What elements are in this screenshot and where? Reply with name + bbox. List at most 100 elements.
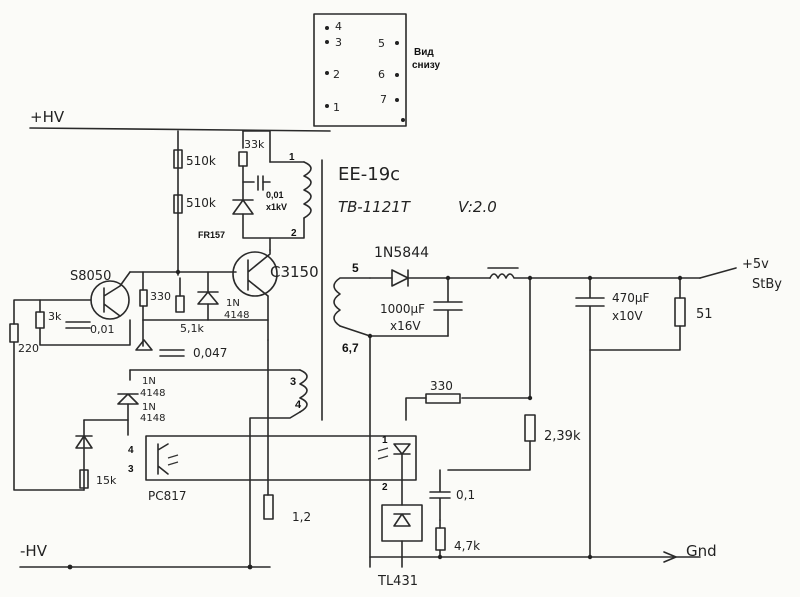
label-0-1: 0,1 [456, 488, 475, 502]
label-220: 220 [18, 342, 39, 355]
label-1n4148-c1: 1N [142, 402, 156, 413]
capacitor-0-01 [65, 321, 91, 329]
plus-hv-label: +HV [30, 108, 65, 126]
label-4-7k: 4,7k [454, 539, 480, 553]
label-1n4148-a2: 4148 [224, 310, 249, 321]
pinout-title: Вид [414, 47, 434, 58]
label-s8050: S8050 [70, 269, 111, 284]
diode-1n5844 [391, 269, 409, 287]
inductor [489, 273, 701, 279]
label-c3150: C3150 [270, 263, 319, 281]
transistor-s8050 [90, 280, 130, 320]
resistor-4-7k [435, 527, 446, 551]
transformer-part-label: TB-1121T [338, 198, 412, 216]
label-1000uf: 1000μF [380, 302, 425, 316]
label-470uf: 470μF [612, 291, 650, 305]
pinout-pin-7: 7 [380, 93, 387, 106]
resistor-3k [35, 311, 45, 329]
pinout-pin-6: 6 [378, 68, 385, 81]
pinout-subtitle: снизу [412, 60, 440, 71]
transformer-pin-2: 2 [291, 228, 297, 239]
transformer-version-label: V:2.0 [458, 198, 497, 216]
plus-hv-rail [29, 127, 331, 132]
label-c-snubber-v: x1kV [266, 202, 287, 212]
label-1n4148-b2: 4148 [140, 388, 165, 399]
capacitor-0-047 [159, 349, 185, 357]
resistor-330-a [139, 289, 148, 307]
transformer-core-label: EE-19c [338, 164, 400, 185]
transistor-c3150 [232, 251, 278, 297]
resistor-2-39k [524, 414, 536, 442]
label-tl431: TL431 [377, 574, 418, 589]
label-510k-b: 510k [186, 196, 216, 210]
label-1n4148-a1: 1N [226, 298, 240, 309]
label-1000uf-v: x16V [390, 319, 421, 333]
winding-1-2 [303, 161, 312, 219]
opto-pin-1: 1 [382, 435, 388, 446]
transformer-pin-3: 3 [290, 376, 296, 388]
capacitor-snubber [257, 175, 264, 191]
label-510k-a: 510k [186, 154, 216, 168]
label-fr157: FR157 [198, 230, 225, 240]
transformer-pin-4: 4 [295, 399, 302, 411]
resistor-510k-b [173, 194, 183, 214]
pinout-pins [325, 26, 405, 122]
label-pc817: PC817 [148, 489, 187, 503]
winding-5-67 [333, 277, 371, 327]
pinout-pin-3: 3 [335, 36, 342, 49]
gnd-label: Gnd [686, 542, 717, 560]
output-stby-label: StBy [752, 277, 782, 292]
pinout-box [313, 13, 407, 127]
capacitor-0-1 [429, 469, 451, 521]
label-330-b: 330 [430, 379, 453, 393]
label-2-39k: 2,39k [544, 429, 581, 444]
winding-3-4 [299, 369, 308, 413]
zener-diode [75, 435, 93, 449]
opto-pin-3: 3 [128, 464, 134, 475]
label-1n4148-b1: 1N [142, 376, 156, 387]
opto-pin-2: 2 [382, 482, 388, 493]
transformer-pin-6-7: 6,7 [342, 341, 359, 355]
label-1n4148-c2: 4148 [140, 413, 165, 424]
resistor-15k [79, 469, 89, 489]
minus-hv-label: -HV [20, 542, 48, 560]
pinout-pin-4: 4 [335, 20, 342, 33]
resistor-330-b [425, 393, 461, 404]
label-1-2: 1,2 [292, 510, 311, 524]
label-470uf-v: x10V [612, 309, 643, 323]
resistor-5-1k [175, 295, 185, 313]
output-plus-label: +5v [742, 257, 769, 272]
label-0-01: 0,01 [90, 323, 115, 336]
resistor-510k-a [173, 149, 183, 169]
capacitor-470uf [575, 277, 605, 351]
label-0-047: 0,047 [193, 346, 227, 360]
capacitor-1000uf [433, 277, 463, 337]
label-330-a: 330 [150, 290, 171, 303]
transformer-pin-5: 5 [352, 261, 359, 275]
resistor-51 [674, 297, 686, 327]
pinout-pin-5: 5 [378, 37, 385, 50]
resistor-1-2 [263, 494, 274, 520]
opto-led [393, 443, 411, 455]
tl431-body [381, 504, 423, 542]
resistor-220 [9, 323, 19, 343]
diode-fr157 [232, 199, 254, 215]
label-33k: 33k [244, 138, 265, 151]
transformer-pin-1: 1 [289, 152, 295, 163]
label-51: 51 [696, 307, 713, 322]
optocoupler-box [145, 435, 417, 481]
label-5-1k: 5,1k [180, 322, 204, 335]
diode-1n4148-b-top [135, 339, 153, 351]
label-3k: 3k [48, 310, 62, 323]
label-c-snubber: 0,01 [266, 190, 284, 200]
label-15k: 15k [96, 474, 117, 487]
pinout-pin-1: 1 [333, 101, 340, 114]
pinout-pin-2: 2 [333, 68, 340, 81]
diode-1n4148-c [117, 393, 139, 405]
opto-phototransistor [157, 443, 169, 475]
label-1n5844: 1N5844 [374, 245, 429, 261]
resistor-33k [238, 151, 248, 167]
opto-pin-4: 4 [128, 445, 134, 456]
